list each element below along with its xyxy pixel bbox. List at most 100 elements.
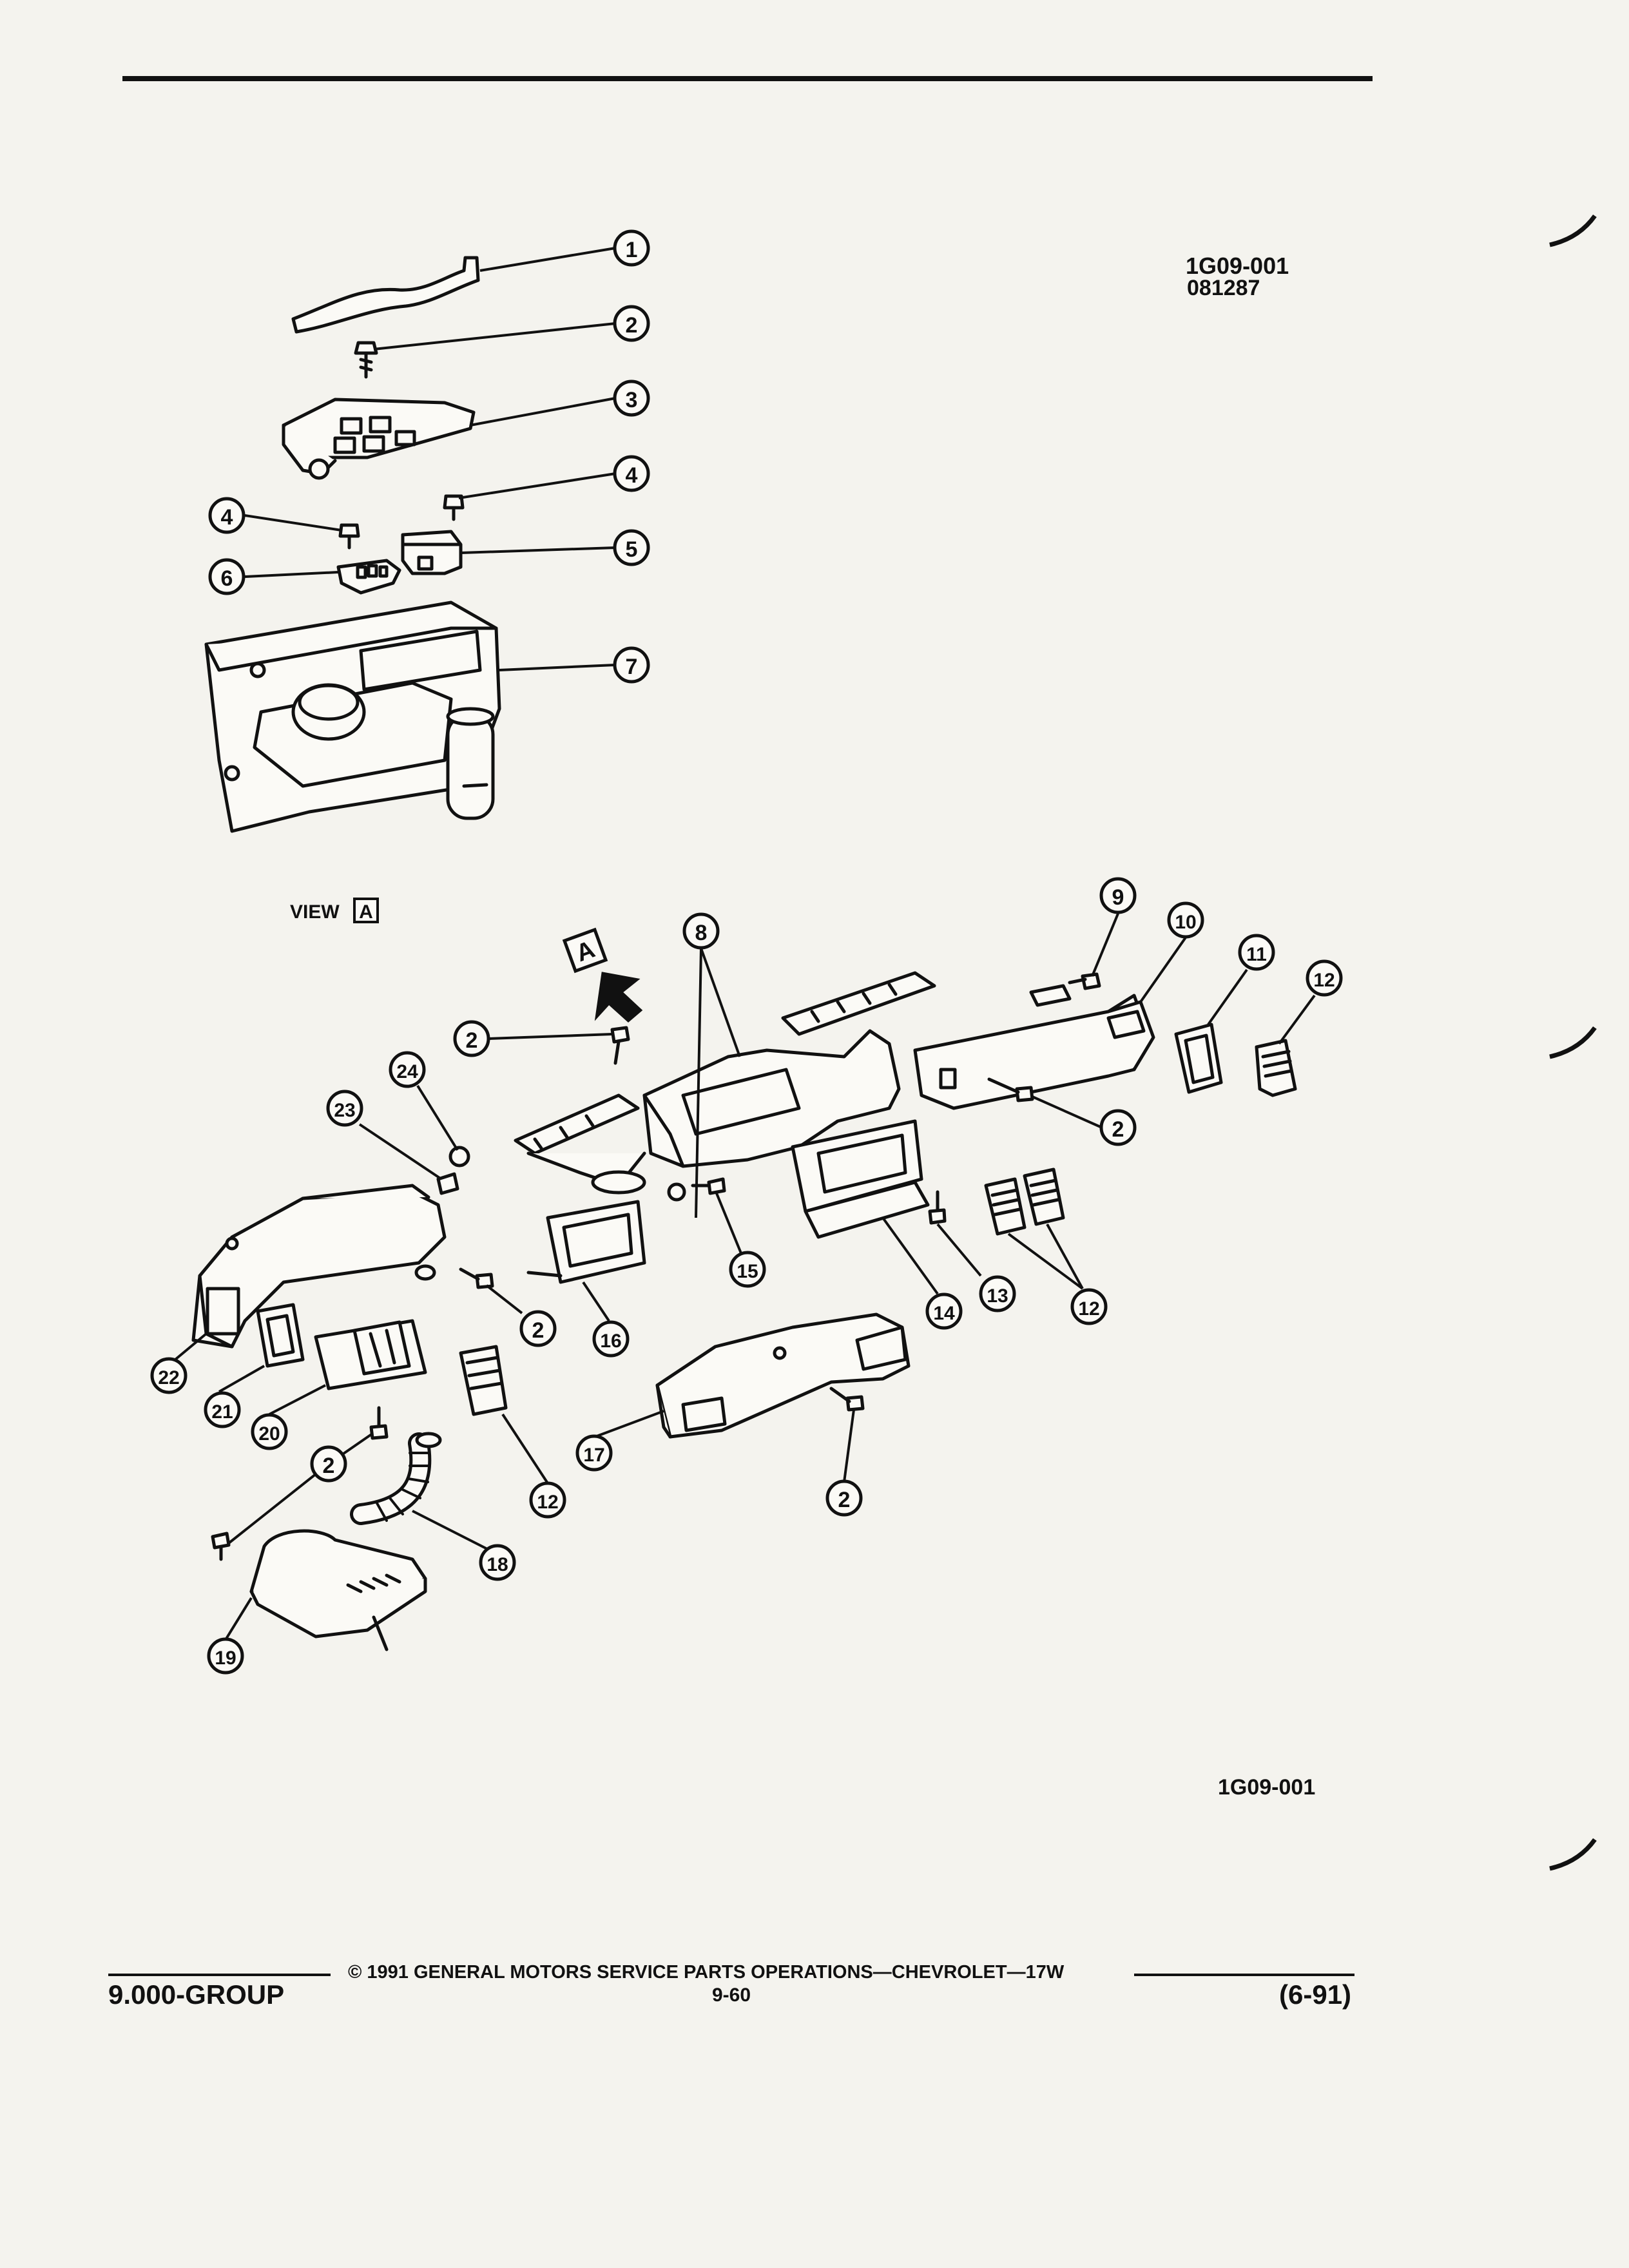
callout-14: 14 bbox=[925, 1293, 963, 1330]
callout-15: 15 bbox=[729, 1251, 766, 1288]
svg-text:23: 23 bbox=[334, 1100, 355, 1121]
callout-12-b: 12 bbox=[1070, 1288, 1108, 1325]
svg-text:21: 21 bbox=[211, 1401, 233, 1423]
svg-text:4: 4 bbox=[626, 463, 638, 488]
part-20-outlet bbox=[314, 1319, 427, 1390]
top-rule bbox=[122, 76, 1373, 81]
svg-text:10: 10 bbox=[1175, 912, 1196, 933]
svg-text:12: 12 bbox=[1313, 970, 1335, 991]
part-2-screw-center bbox=[610, 1026, 630, 1065]
callout-12-a: 12 bbox=[1306, 959, 1343, 997]
part-2-screw-hose bbox=[369, 1406, 389, 1440]
diagram-id-code: 1G09-001 bbox=[1186, 253, 1289, 279]
part-14-outlet-frame bbox=[791, 1119, 930, 1239]
callouts: 1 2 3 4 4 5 6 7 8 9 10 11 12 2 2 24 23 1… bbox=[150, 229, 1343, 1675]
svg-text:4: 4 bbox=[221, 505, 233, 530]
callout-24: 24 bbox=[389, 1051, 426, 1088]
view-a-arrow: A bbox=[562, 927, 643, 1023]
svg-text:19: 19 bbox=[215, 1648, 236, 1669]
svg-text:22: 22 bbox=[158, 1367, 179, 1389]
part-12-vent-pair bbox=[984, 1168, 1065, 1236]
part-2-screw-floor bbox=[211, 1532, 231, 1561]
part-7-blower-housing bbox=[204, 601, 501, 833]
svg-text:24: 24 bbox=[396, 1061, 418, 1082]
part-2-screw-left bbox=[459, 1267, 494, 1289]
part-9-screw bbox=[1068, 972, 1101, 990]
callout-16: 16 bbox=[592, 1320, 630, 1358]
leader-lines bbox=[174, 247, 1316, 1641]
svg-text:1: 1 bbox=[626, 238, 638, 262]
svg-text:7: 7 bbox=[626, 655, 638, 679]
part-4-screw-b bbox=[338, 523, 360, 550]
callout-11: 11 bbox=[1238, 934, 1275, 971]
svg-text:9: 9 bbox=[1112, 885, 1124, 910]
svg-text:6: 6 bbox=[221, 566, 233, 591]
svg-text:14: 14 bbox=[933, 1303, 955, 1324]
diagram-date-code: 081287 bbox=[1187, 276, 1260, 300]
svg-text:5: 5 bbox=[626, 537, 638, 562]
part-21-bezel bbox=[256, 1303, 305, 1368]
callout-3: 3 bbox=[613, 380, 650, 417]
part-2-screw-lower bbox=[829, 1387, 865, 1412]
callout-4-a: 4 bbox=[613, 455, 650, 492]
callout-2-a: 2 bbox=[613, 305, 650, 342]
callout-2-b: 2 bbox=[453, 1020, 490, 1057]
callout-20: 20 bbox=[251, 1413, 288, 1450]
svg-text:2: 2 bbox=[532, 1318, 545, 1343]
svg-text:17: 17 bbox=[583, 1445, 604, 1466]
part-19-floor-outlet bbox=[249, 1529, 427, 1651]
callout-22: 22 bbox=[150, 1357, 188, 1394]
svg-text:2: 2 bbox=[838, 1488, 851, 1512]
callout-1: 1 bbox=[613, 229, 650, 267]
part-6-module bbox=[336, 559, 401, 595]
callout-8: 8 bbox=[682, 912, 720, 950]
part-15-screw bbox=[691, 1177, 726, 1195]
part-18-flex-hose bbox=[350, 1432, 442, 1525]
part-17-lower-duct bbox=[655, 1312, 911, 1439]
callout-21: 21 bbox=[204, 1391, 241, 1428]
part-24-clip bbox=[448, 1146, 470, 1168]
footer-rule-left bbox=[108, 1974, 331, 1976]
part-2-screw-right bbox=[987, 1077, 1034, 1102]
part-4-screw-a bbox=[443, 494, 465, 521]
callout-2-f: 2 bbox=[825, 1479, 863, 1517]
diagram-bottom-code: 1G09-001 bbox=[1218, 1775, 1316, 1800]
callout-7: 7 bbox=[613, 646, 650, 684]
svg-text:12: 12 bbox=[1078, 1298, 1099, 1320]
callout-18: 18 bbox=[479, 1544, 516, 1581]
part-1-strap bbox=[291, 256, 480, 334]
footer-copyright: © 1991 GENERAL MOTORS SERVICE PARTS OPER… bbox=[348, 1962, 1065, 1983]
part-12-vent-right bbox=[1255, 1039, 1297, 1097]
callout-5: 5 bbox=[613, 529, 650, 566]
binder-mark-top bbox=[1549, 214, 1597, 247]
callout-13: 13 bbox=[979, 1275, 1016, 1312]
part-10-right-duct bbox=[913, 984, 1155, 1110]
svg-text:2: 2 bbox=[466, 1028, 478, 1053]
part-2-screw-top bbox=[354, 341, 378, 379]
part-22-left-duct bbox=[191, 1184, 447, 1349]
callout-23: 23 bbox=[326, 1090, 363, 1127]
callout-2-e: 2 bbox=[310, 1445, 347, 1483]
svg-text:8: 8 bbox=[695, 921, 708, 945]
part-3-cover-plate bbox=[282, 398, 476, 480]
svg-text:11: 11 bbox=[1246, 944, 1267, 965]
part-11-bezel bbox=[1174, 1023, 1223, 1094]
svg-text:2: 2 bbox=[626, 313, 638, 338]
svg-text:13: 13 bbox=[987, 1285, 1008, 1307]
callout-10: 10 bbox=[1167, 901, 1204, 939]
svg-text:3: 3 bbox=[626, 388, 638, 412]
part-5-block bbox=[401, 530, 463, 575]
svg-text:16: 16 bbox=[600, 1331, 621, 1352]
footer-revision: (6-91) bbox=[1279, 1979, 1352, 2010]
callout-2-d: 2 bbox=[519, 1310, 557, 1347]
view-a-label: VIEW A bbox=[290, 898, 379, 923]
svg-text:12: 12 bbox=[537, 1492, 558, 1513]
footer-group: 9.000-GROUP bbox=[108, 1979, 285, 2010]
binder-mark-middle bbox=[1549, 1026, 1597, 1059]
part-23-clip bbox=[436, 1172, 459, 1195]
part-12-vent-lower bbox=[459, 1345, 508, 1416]
binder-mark-bottom bbox=[1549, 1838, 1597, 1871]
footer-page-number: 9-60 bbox=[712, 1984, 751, 2006]
callout-12-c: 12 bbox=[529, 1481, 566, 1519]
